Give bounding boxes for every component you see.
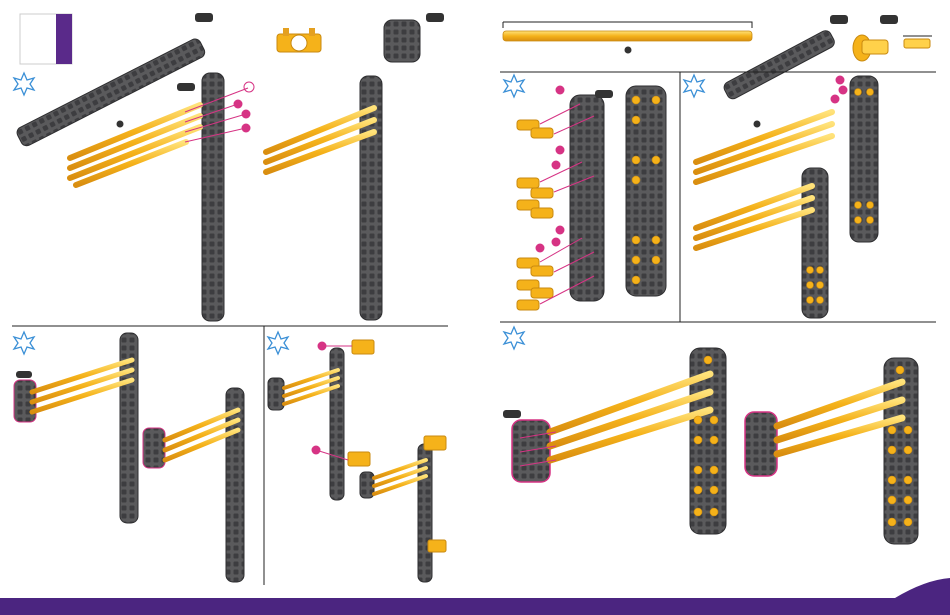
callout-dot — [318, 342, 327, 351]
small-gray-plate — [745, 412, 777, 476]
step-panel-6 — [268, 340, 446, 582]
quantity-badge — [595, 90, 613, 98]
callout-dot — [839, 86, 848, 95]
step-panel-5 — [14, 333, 244, 582]
starburst-step-icon — [14, 332, 34, 354]
loose-pegs — [517, 120, 553, 310]
plate-pegs — [694, 356, 912, 526]
vertical-gray-beam — [226, 388, 244, 582]
small-yellow-clip-part — [903, 36, 932, 48]
callout-dot — [242, 124, 251, 133]
bottom-footer-bar — [0, 578, 950, 615]
small-gray-plate — [143, 428, 165, 468]
quantity-badge — [830, 15, 848, 24]
callout-dot — [556, 226, 565, 235]
yellow-connector-hub-part — [277, 28, 321, 52]
starburst-step-icon — [504, 75, 524, 97]
callout-dot — [556, 86, 565, 95]
callout-dot — [552, 238, 561, 247]
vertical-gray-beam — [418, 444, 432, 582]
quantity-badge — [426, 13, 444, 22]
step-panel-4 — [696, 76, 878, 319]
callout-dot-empty — [244, 82, 254, 92]
callout-dot — [242, 110, 251, 119]
quantity-badge — [503, 410, 521, 418]
yellow-rods — [70, 105, 200, 185]
callout-dot — [552, 161, 561, 170]
page-corner-tab — [895, 578, 950, 598]
short-gray-plate-part — [384, 20, 420, 62]
callout-dot — [556, 146, 565, 155]
callout-dot — [536, 244, 545, 253]
gray-plate-front — [626, 86, 666, 296]
yellow-peg-part — [853, 35, 888, 61]
step-panel-3 — [517, 86, 666, 311]
step-panel-2 — [266, 76, 382, 320]
step-panel-7 — [503, 348, 918, 544]
callout-dot — [312, 446, 321, 455]
callout-dot — [831, 95, 840, 104]
long-yellow-rod-part — [503, 22, 752, 54]
small-gray-plate — [512, 420, 550, 482]
gray-plate-side — [570, 95, 604, 301]
gray-plate — [850, 76, 878, 242]
small-gray-plate — [268, 378, 284, 410]
small-gray-plate — [360, 472, 374, 498]
quantity-badge — [177, 83, 195, 91]
quantity-badge — [880, 15, 898, 24]
section-header-tab — [20, 14, 72, 64]
callout-dot — [836, 76, 845, 85]
marker-dot — [754, 121, 761, 128]
starburst-step-icon — [268, 332, 288, 354]
quantity-badge — [195, 13, 213, 22]
starburst-step-icon — [684, 75, 704, 97]
starburst-step-icon — [14, 73, 34, 95]
starburst-step-icon — [504, 327, 524, 349]
marker-dot — [117, 121, 124, 128]
quantity-badge — [16, 371, 32, 378]
callout-dot — [234, 100, 243, 109]
header-accent-bar — [56, 14, 72, 64]
